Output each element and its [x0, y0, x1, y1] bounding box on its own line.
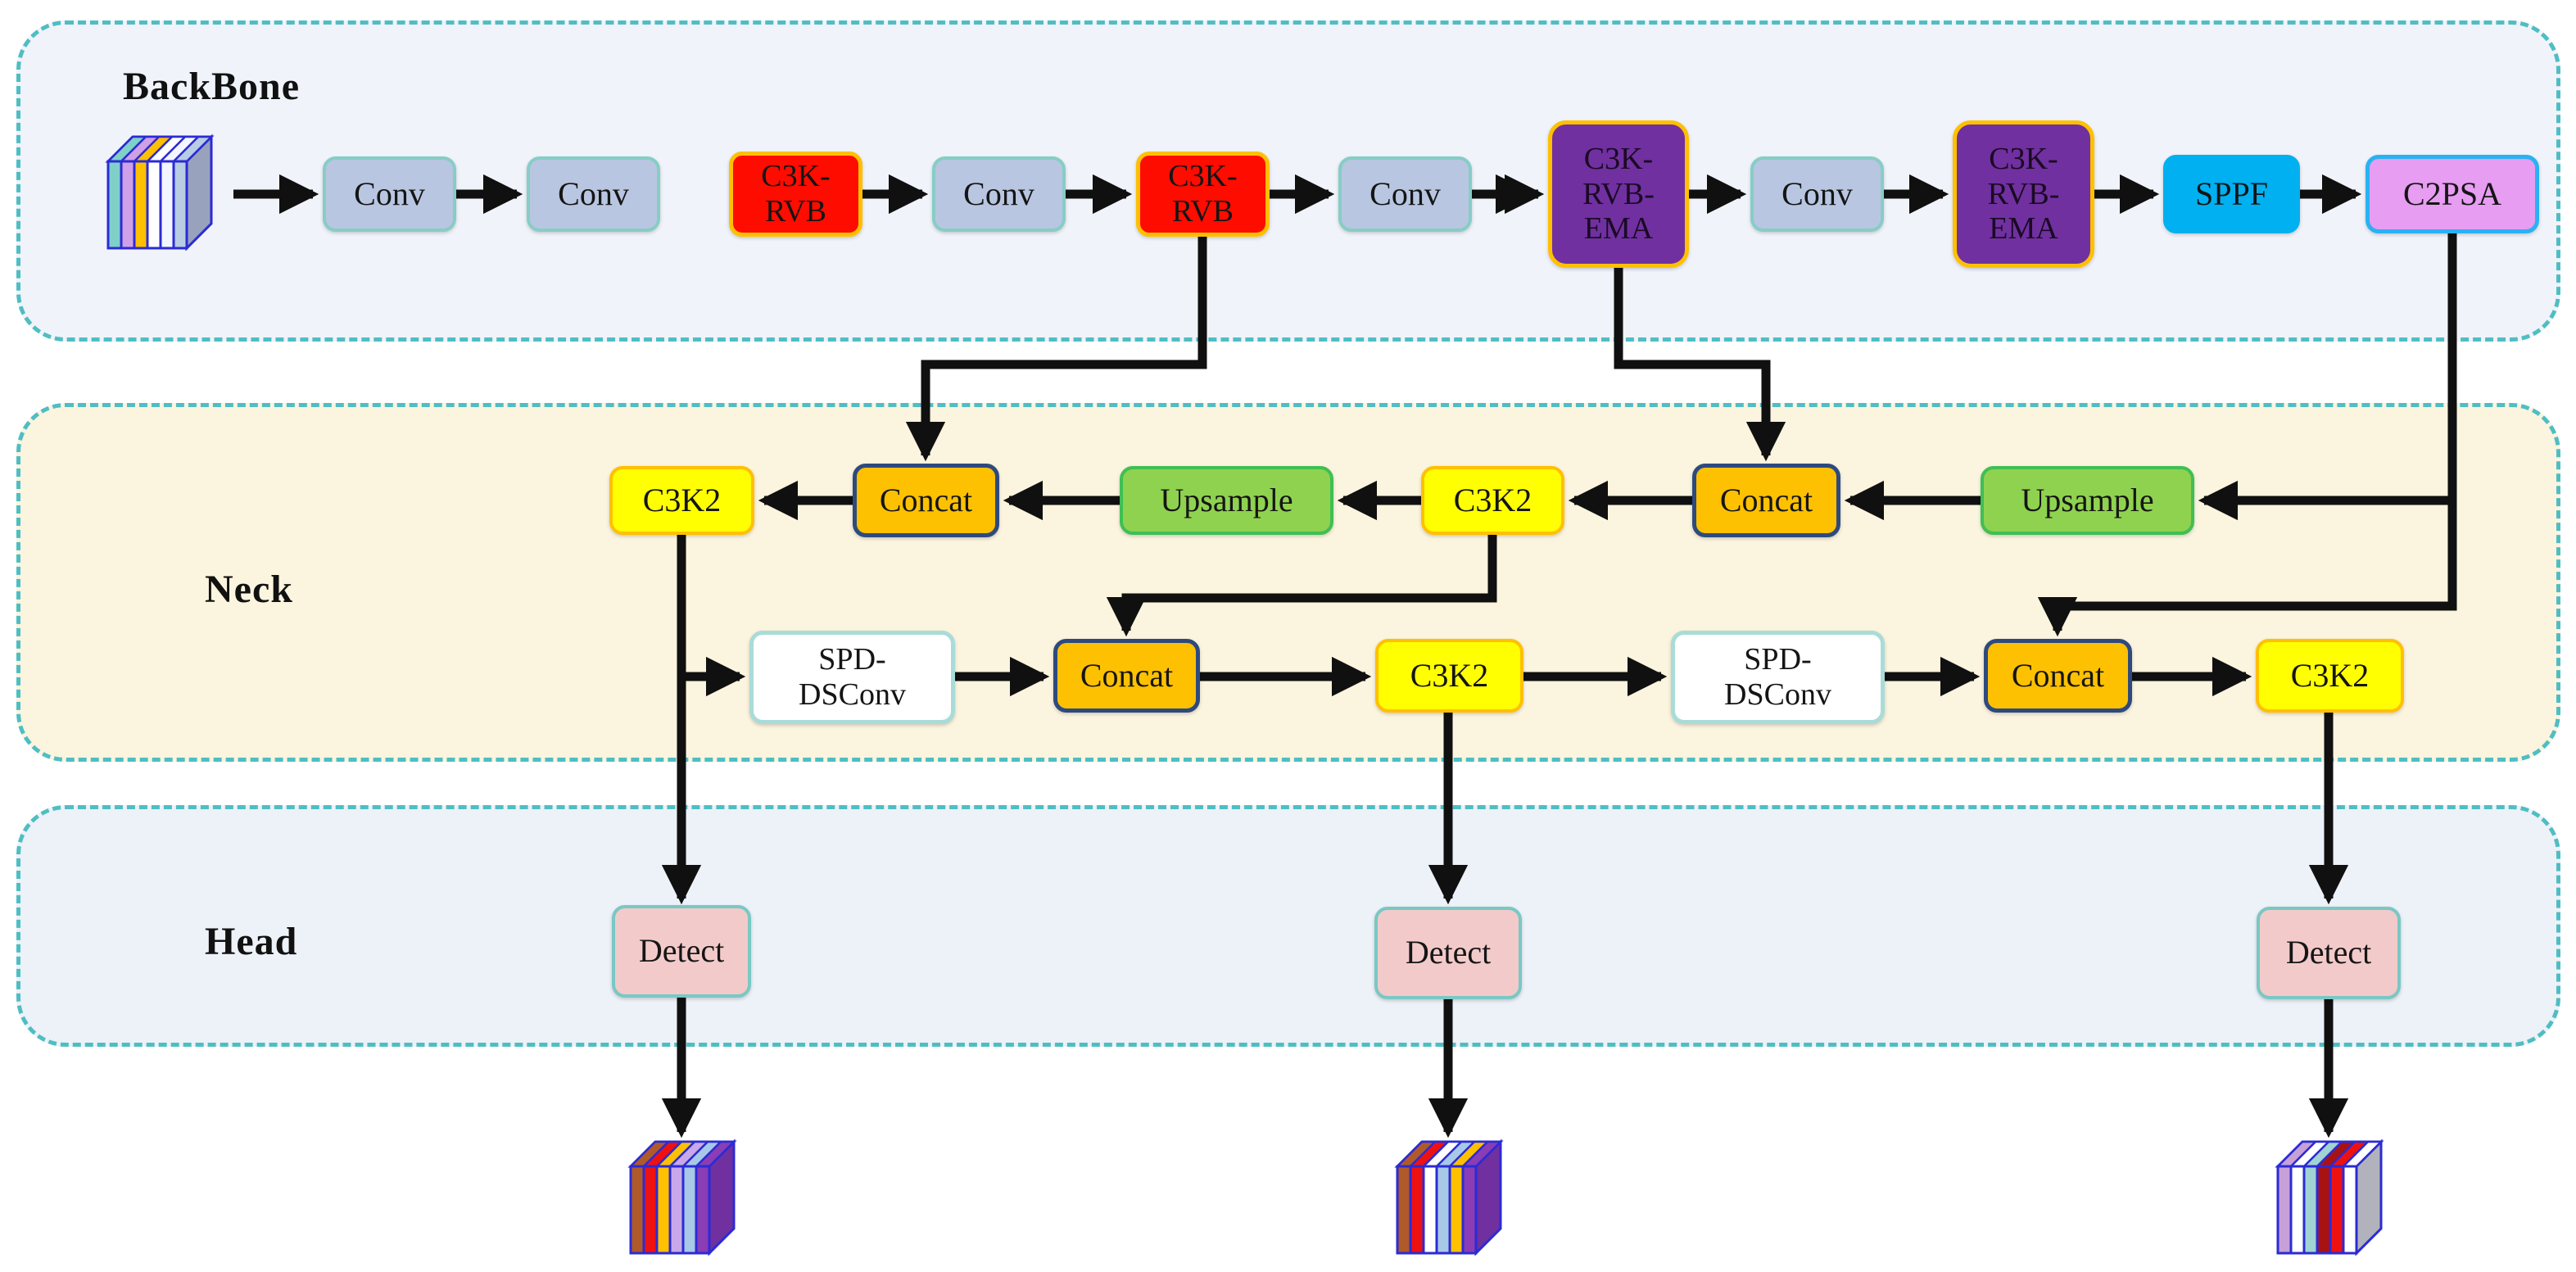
- arrow-ema1-concat2: [1614, 268, 1786, 462]
- neck-region: [16, 403, 2560, 762]
- node-c3k-rvb-ema-2: C3K- RVB- EMA: [1953, 120, 2094, 268]
- node-spd-dsconv-left: SPD- DSConv: [749, 631, 955, 724]
- arrow-c2psa-concat4: [2037, 233, 2457, 637]
- node-detect-right: Detect: [2257, 907, 2401, 999]
- arrow-rvb2-concat1: [905, 237, 1207, 462]
- output-tensor-cube-right: [2275, 1138, 2410, 1257]
- backbone-label: BackBone: [123, 65, 301, 108]
- node-concat-bottom-left: Concat: [1053, 639, 1200, 713]
- node-upsample-left: Upsample: [1120, 466, 1333, 535]
- output-tensor-cube-left: [627, 1138, 763, 1257]
- node-c3k-rvb-ema-1: C3K- RVB- EMA: [1548, 120, 1689, 268]
- head-region: [16, 805, 2560, 1047]
- node-detect-middle: Detect: [1374, 907, 1522, 999]
- node-c3k-rvb-2: C3K- RVB: [1136, 152, 1270, 237]
- node-sppf: SPPF: [2163, 155, 2300, 233]
- node-c3k2-top-middle: C3K2: [1421, 466, 1564, 535]
- node-c2psa: C2PSA: [2365, 155, 2539, 233]
- node-c3k2-bottom-right: C3K2: [2256, 639, 2404, 713]
- node-upsample-right: Upsample: [1981, 466, 2194, 535]
- node-c3k2-bottom-middle: C3K2: [1375, 639, 1523, 713]
- node-c3k-rvb-1: C3K- RVB: [729, 152, 862, 237]
- node-c3k2-top-left: C3K2: [609, 466, 754, 535]
- arrow-c3k2m-concat3: [1106, 535, 1497, 637]
- node-conv-4: Conv: [1338, 156, 1472, 232]
- node-conv-1: Conv: [323, 156, 456, 232]
- node-detect-left: Detect: [612, 905, 751, 998]
- node-spd-dsconv-right: SPD- DSConv: [1671, 631, 1885, 724]
- node-concat-bottom-right: Concat: [1984, 639, 2132, 713]
- node-conv-3: Conv: [932, 156, 1066, 232]
- node-conv-2: Conv: [527, 156, 660, 232]
- input-tensor-cube: [105, 134, 240, 252]
- output-tensor-cube-middle: [1394, 1138, 1529, 1257]
- node-concat-top-right: Concat: [1692, 464, 1840, 537]
- node-conv-5: Conv: [1750, 156, 1884, 232]
- neck-label: Neck: [205, 568, 293, 611]
- node-concat-top-left: Concat: [853, 464, 999, 537]
- head-label: Head: [205, 920, 298, 963]
